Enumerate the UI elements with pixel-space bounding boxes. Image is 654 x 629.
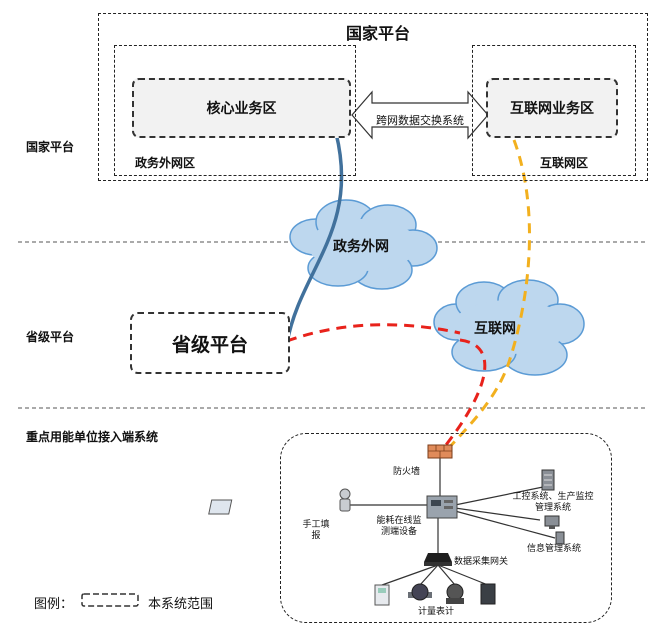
meters-label: 计量表计 — [418, 606, 455, 616]
core-business-zone: 核心业务区 — [132, 78, 351, 138]
internet-business-zone: 互联网业务区 — [486, 78, 618, 138]
national-platform-title: 国家平台 — [346, 26, 411, 43]
layer-label-national: 国家平台 — [26, 140, 75, 154]
national-platform-outer — [98, 13, 648, 181]
info-system-label: 信息管理系统 — [526, 543, 581, 553]
monitor-device-icon — [426, 495, 458, 519]
gateway-label: 数据采集网关 — [454, 556, 509, 566]
gov-extranet-zone — [114, 45, 356, 176]
computer-icon — [544, 515, 560, 529]
gov-extranet-zone-label: 政务外网区 — [135, 156, 196, 170]
internet-zone — [472, 45, 636, 176]
layer-label-endpoint: 重点用能单位接入端系统 — [26, 430, 159, 444]
legend-swatch — [81, 593, 139, 607]
layer-label-provincial: 省级平台 — [26, 330, 75, 344]
manual-entry-label: 手工填报 — [302, 519, 330, 540]
meter-icon-4 — [480, 583, 496, 605]
internet-business-zone-label: 互联网业务区 — [510, 100, 594, 116]
firewall-icon — [427, 444, 453, 459]
meter-icon-1 — [374, 584, 390, 606]
core-business-zone-label: 核心业务区 — [206, 100, 277, 116]
internet-zone-label: 互联网区 — [540, 156, 589, 170]
provincial-platform-box: 省级平台 — [130, 312, 290, 374]
ics-label: 工控系统、生产监控管理系统 — [512, 491, 594, 512]
internet-link-provincial — [286, 323, 461, 343]
internet-cloud-icon — [433, 279, 585, 376]
gov-extranet-cloud-label: 政务外网 — [333, 238, 389, 254]
firewall-label: 防火墙 — [393, 466, 421, 476]
endpoint-system-boundary — [280, 433, 612, 623]
ics-server-icon — [541, 469, 555, 491]
info-server-icon — [555, 531, 565, 545]
exchange-label: 跨网数据交换系统 — [376, 114, 464, 127]
legend-label: 本系统范围 — [148, 596, 214, 611]
internet-link-national-yellow — [443, 139, 531, 454]
manual-entry-icon — [208, 488, 351, 515]
internet-link-endpoint-red — [440, 338, 487, 451]
internet-cloud-label: 互联网 — [474, 320, 516, 336]
monitor-device-label: 能耗在线监测端设备 — [376, 515, 422, 536]
legend-prefix: 图例： — [34, 596, 74, 611]
gov-extranet-line — [285, 132, 344, 344]
meter-icon-2 — [408, 583, 432, 601]
gov-extranet-cloud-icon — [289, 199, 438, 290]
gateway-icon — [424, 553, 452, 566]
meter-icon-3 — [446, 583, 464, 604]
endpoint-links — [350, 458, 556, 586]
provincial-platform-label: 省级平台 — [171, 334, 248, 356]
